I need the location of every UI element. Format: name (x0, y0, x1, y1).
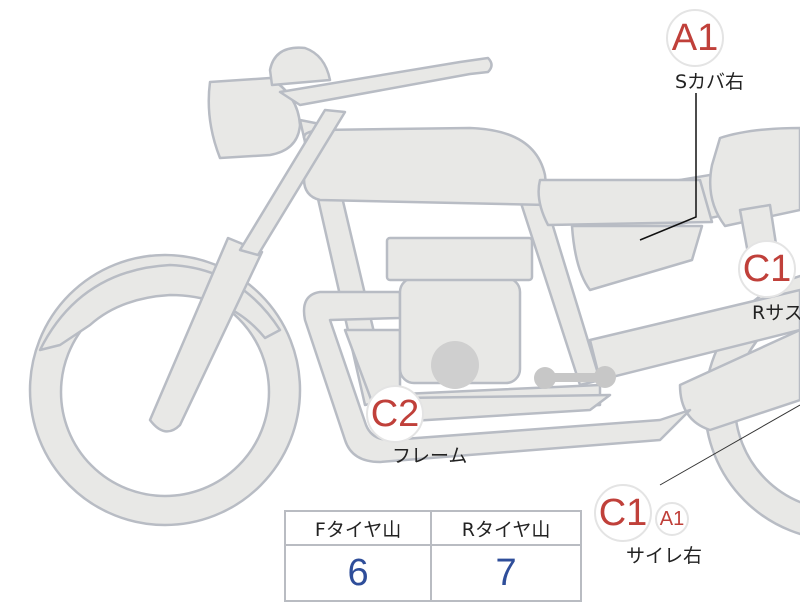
handlebar (278, 56, 493, 107)
seat-rear (708, 126, 800, 228)
label-rear-suspension: Rサス (752, 302, 800, 324)
value-rear-tyre: 7 (430, 544, 582, 602)
code-badge-c2: C2 (366, 385, 424, 443)
code-badge-a1-muffler: A1 (655, 502, 689, 536)
label-frame: フレーム (392, 445, 468, 467)
leader-line-a1 (639, 93, 697, 241)
tyre-tread-table: Fタイヤ山 Rタイヤ山 6 7 (283, 510, 582, 602)
front-fork (148, 236, 264, 433)
side-cover (570, 224, 704, 292)
leader-line-c1-a1 (659, 404, 800, 486)
footpeg-left (534, 367, 556, 389)
seat (537, 178, 714, 227)
footpeg-right (594, 366, 616, 388)
label-muffler-right: サイレ右 (626, 545, 703, 567)
engine-head (385, 236, 534, 282)
footpeg-bar (540, 373, 608, 382)
engine-cover (431, 341, 479, 389)
header-front-tyre: Fタイヤ山 (283, 510, 433, 546)
code-badge-a1: A1 (666, 9, 724, 67)
exhaust-muffler (678, 328, 800, 432)
front-wheel (28, 253, 302, 527)
code-badge-c1-rear-suspension: C1 (738, 240, 796, 298)
header-rear-tyre: Rタイヤ山 (430, 510, 582, 546)
fork-top-tube (238, 108, 347, 257)
headlight-top (268, 46, 332, 87)
value-front-tyre: 6 (283, 544, 433, 602)
code-badge-c1-muffler: C1 (594, 484, 652, 542)
fuel-tank (302, 126, 550, 207)
label-s-cover-right: Sカバ右 (675, 71, 745, 93)
